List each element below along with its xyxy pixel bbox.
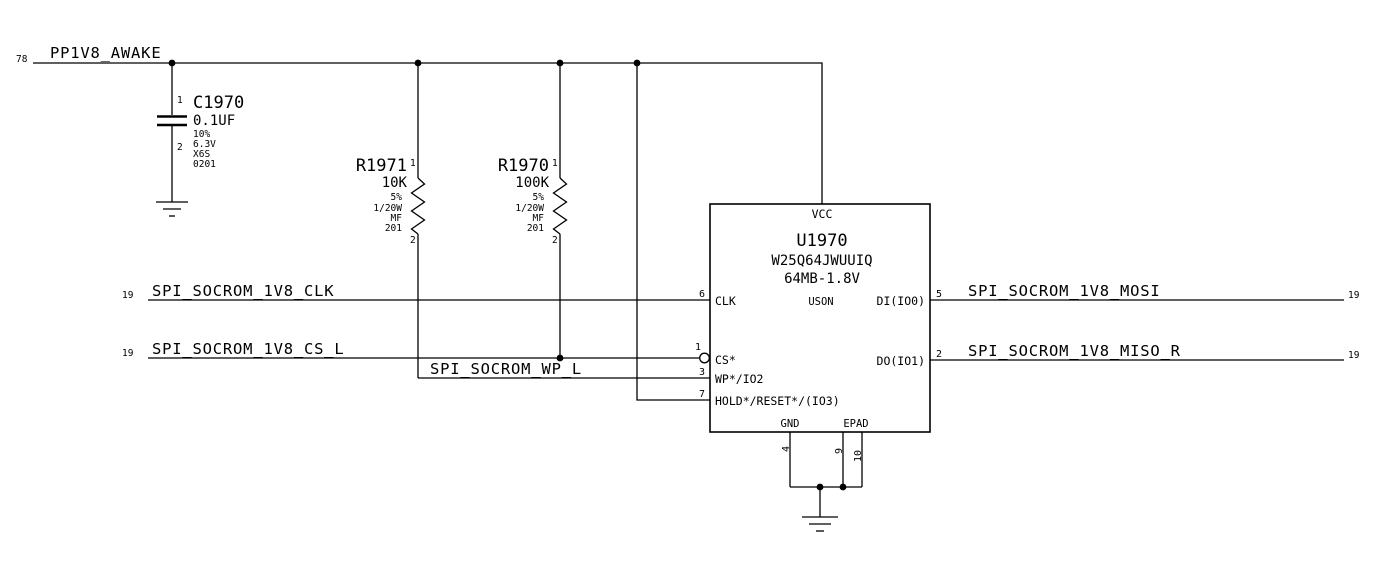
cap-value: 0.1UF xyxy=(193,113,235,129)
r2-power: 1/20W xyxy=(515,203,544,214)
r2-type: MF xyxy=(533,213,545,224)
pin-number-wp: 3 xyxy=(699,367,705,378)
r2-pin1-number: 1 xyxy=(552,158,558,169)
r1-pin1-number: 1 xyxy=(410,158,416,169)
net-miso: SPI_SOCROM_1V8_MISO_R 19 xyxy=(930,342,1360,361)
junction-dot xyxy=(633,59,641,67)
net-cs-label: SPI_SOCROM_1V8_CS_L xyxy=(152,340,345,358)
ic-body xyxy=(709,203,931,433)
pin-number-do: 2 xyxy=(936,349,942,360)
pin-number-cs: 1 xyxy=(695,342,701,353)
ic-pin-di-label: DI(IO0) xyxy=(877,294,925,308)
ic-u1970: VCC U1970 W25Q64JWUUIQ 64MB-1.8V USON CL… xyxy=(695,203,942,532)
ic-part-number: W25Q64JWUUIQ xyxy=(771,253,872,269)
net-wp-label: SPI_SOCROM_WP_L xyxy=(430,360,582,378)
pin-number-di: 5 xyxy=(936,289,942,300)
ic-pin-hold-label: HOLD*/RESET*/(IO3) xyxy=(715,394,840,408)
r1-value: 10K xyxy=(382,175,408,191)
ic-density: 64MB-1.8V xyxy=(784,271,860,287)
cap-pin2-number: 2 xyxy=(177,142,183,153)
ic-pin-do-label: DO(IO1) xyxy=(877,354,925,368)
pin-number-epad-10: 10 xyxy=(853,450,864,462)
cap-voltage: 6.3V xyxy=(193,139,216,150)
net-cs-sheet-ref: 19 xyxy=(122,348,134,359)
cap-package: 0201 xyxy=(193,159,216,170)
resistor-zigzag xyxy=(410,177,426,235)
ic-pin-gnd-label: GND xyxy=(781,418,800,430)
net-mosi: SPI_SOCROM_1V8_MOSI 19 xyxy=(930,282,1360,301)
resistor-zigzag xyxy=(552,177,568,235)
cap-dielectric: X6S xyxy=(193,149,210,160)
pin-number-epad-9: 9 xyxy=(834,448,845,454)
cap-refdes: C1970 xyxy=(193,93,244,113)
ic-pin-wp-label: WP*/IO2 xyxy=(715,372,763,386)
ic-pin-vcc-label: VCC xyxy=(812,207,833,221)
net-wp: SPI_SOCROM_WP_L xyxy=(418,360,710,379)
resistor-r1971: R1971 10K 5% 1/20W MF 201 1 2 xyxy=(356,63,426,378)
cap-pin1-number: 1 xyxy=(177,95,183,106)
ic-pin-epad-label: EPAD xyxy=(843,418,868,430)
wire-hold-pullup xyxy=(636,63,710,401)
ic-package: USON xyxy=(808,296,833,308)
r2-pin2-number: 2 xyxy=(552,235,558,246)
power-rail: 78 PP1V8_AWAKE xyxy=(16,44,823,401)
r1-pin2-number: 2 xyxy=(410,235,416,246)
r1-tolerance: 5% xyxy=(391,192,403,203)
r1-refdes: R1971 xyxy=(356,156,407,176)
net-miso-label: SPI_SOCROM_1V8_MISO_R xyxy=(968,342,1181,360)
net-miso-sheet-ref: 19 xyxy=(1348,350,1360,361)
pin-number-gnd: 4 xyxy=(781,446,792,452)
pin-number-clk: 6 xyxy=(699,289,705,300)
r1-power: 1/20W xyxy=(373,203,402,214)
pin-number-hold: 7 xyxy=(699,389,705,400)
resistor-r1970: R1970 100K 5% 1/20W MF 201 1 2 xyxy=(498,63,568,362)
power-sheet-ref: 78 xyxy=(16,54,28,65)
ground-symbol-cap xyxy=(156,201,188,217)
net-cs: 19 SPI_SOCROM_1V8_CS_L xyxy=(122,340,710,364)
ground-symbol-ic xyxy=(802,516,838,532)
ic-refdes: U1970 xyxy=(796,231,847,251)
net-clk: 19 SPI_SOCROM_1V8_CLK xyxy=(122,282,710,301)
r2-refdes: R1970 xyxy=(498,156,549,176)
net-clk-sheet-ref: 19 xyxy=(122,290,134,301)
ic-pin-cs-label: CS* xyxy=(715,353,736,367)
power-net-label: PP1V8_AWAKE xyxy=(50,44,161,62)
ic-pin-clk-label: CLK xyxy=(715,294,736,308)
r1-type: MF xyxy=(391,213,403,224)
junction-dot xyxy=(839,483,847,491)
r1-package: 201 xyxy=(385,223,402,234)
net-clk-label: SPI_SOCROM_1V8_CLK xyxy=(152,282,334,300)
r2-value: 100K xyxy=(515,175,549,191)
r2-tolerance: 5% xyxy=(533,192,545,203)
capacitor-c1970: 1 2 C1970 0.1UF 10% 6.3V X6S 0201 xyxy=(156,63,244,217)
active-low-bubble xyxy=(699,352,710,364)
net-mosi-label: SPI_SOCROM_1V8_MOSI xyxy=(968,282,1161,300)
wire-power-rail xyxy=(33,62,823,204)
cap-tolerance: 10% xyxy=(193,129,210,140)
r2-package: 201 xyxy=(527,223,544,234)
net-mosi-sheet-ref: 19 xyxy=(1348,290,1360,301)
